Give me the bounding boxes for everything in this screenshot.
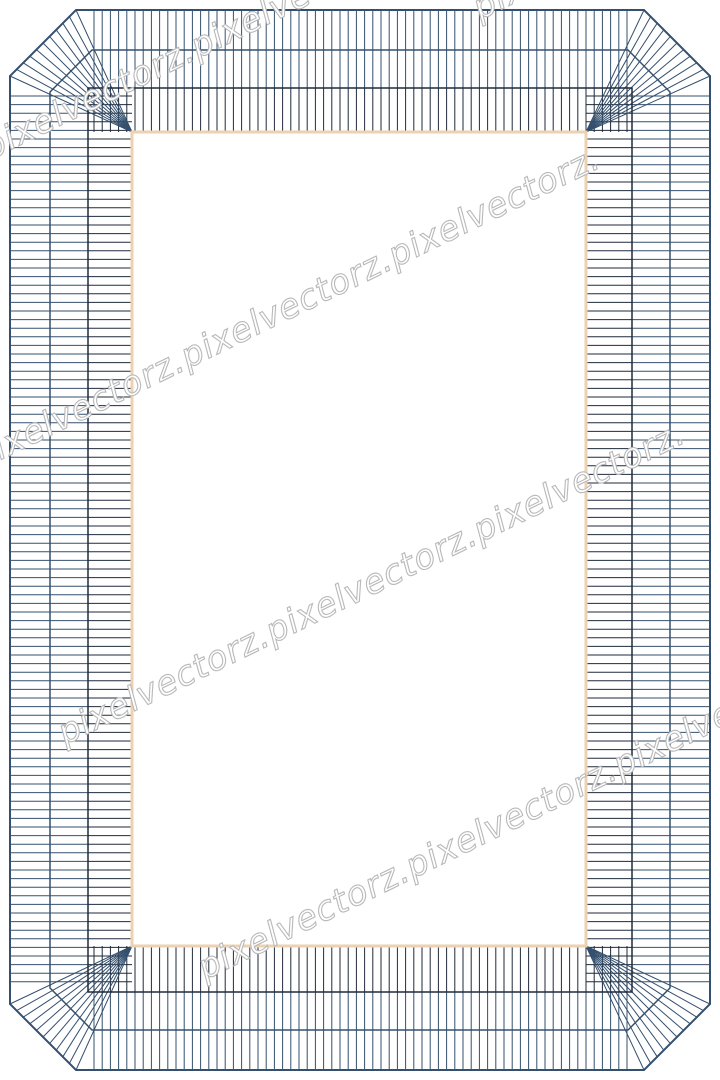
fan-bottom-left-ray: [29, 945, 133, 1025]
fan-top-right-ray: [585, 75, 711, 133]
fan-top-left-ray: [55, 29, 133, 133]
fan-bottom-left-ray: [55, 945, 133, 1051]
fan-bottom-left-ray: [75, 945, 133, 1071]
fan-bottom-left-ray: [22, 945, 133, 1018]
fan-top-right-ray: [585, 16, 652, 133]
fan-top-right-ray: [585, 29, 665, 133]
fan-bottom-right-ray: [585, 945, 665, 1051]
fan-top-left-ray: [75, 9, 133, 133]
fan-bottom-right-ray: [585, 945, 691, 1025]
fan-top-right-ray: [585, 55, 691, 133]
fan-top-left-ray: [22, 62, 133, 133]
outer-octagon-outline: [9, 9, 711, 1071]
fan-top-right-ray: [585, 9, 645, 133]
fan-top-left-ray: [62, 22, 133, 133]
fan-bottom-right-ray: [585, 945, 658, 1058]
mid-octagon-outline: [49, 49, 671, 1031]
fan-bottom-right-ray: [585, 945, 652, 1064]
inner-band-outline: [87, 87, 633, 993]
frame-outlines: [9, 9, 711, 1071]
fan-bottom-left-ray: [49, 945, 133, 1044]
fan-bottom-left-ray: [68, 945, 133, 1064]
corner-fans: [9, 9, 711, 1071]
fan-bottom-right-ray: [585, 945, 711, 1005]
fan-bottom-right-ray: [585, 945, 704, 1012]
fan-top-right-ray: [585, 62, 698, 133]
fan-bottom-left-ray: [16, 945, 133, 1012]
fan-bottom-right-ray: [585, 945, 671, 1044]
fan-bottom-right-ray: [585, 945, 645, 1071]
fan-top-right-ray: [585, 22, 658, 133]
inner-panel-border: [130, 130, 588, 948]
fan-bottom-right-ray: [585, 945, 698, 1018]
fan-top-left-ray: [29, 55, 133, 133]
fan-top-left-ray: [9, 75, 133, 133]
fan-top-right-ray: [585, 36, 671, 133]
fan-bottom-right-ray: [585, 945, 684, 1031]
fan-top-left-ray: [36, 49, 133, 133]
fan-bottom-left-ray: [62, 945, 133, 1058]
fan-bottom-left-ray: [36, 945, 133, 1031]
inner-hatch-band: [88, 88, 632, 992]
fan-top-left-ray: [49, 36, 133, 133]
fan-top-left-ray: [16, 68, 133, 133]
fan-top-right-ray: [585, 49, 684, 133]
fan-top-left-ray: [68, 16, 133, 133]
fan-bottom-left-ray: [9, 945, 133, 1005]
fan-top-right-ray: [585, 68, 704, 133]
outer-hatch-band: [10, 10, 710, 1070]
